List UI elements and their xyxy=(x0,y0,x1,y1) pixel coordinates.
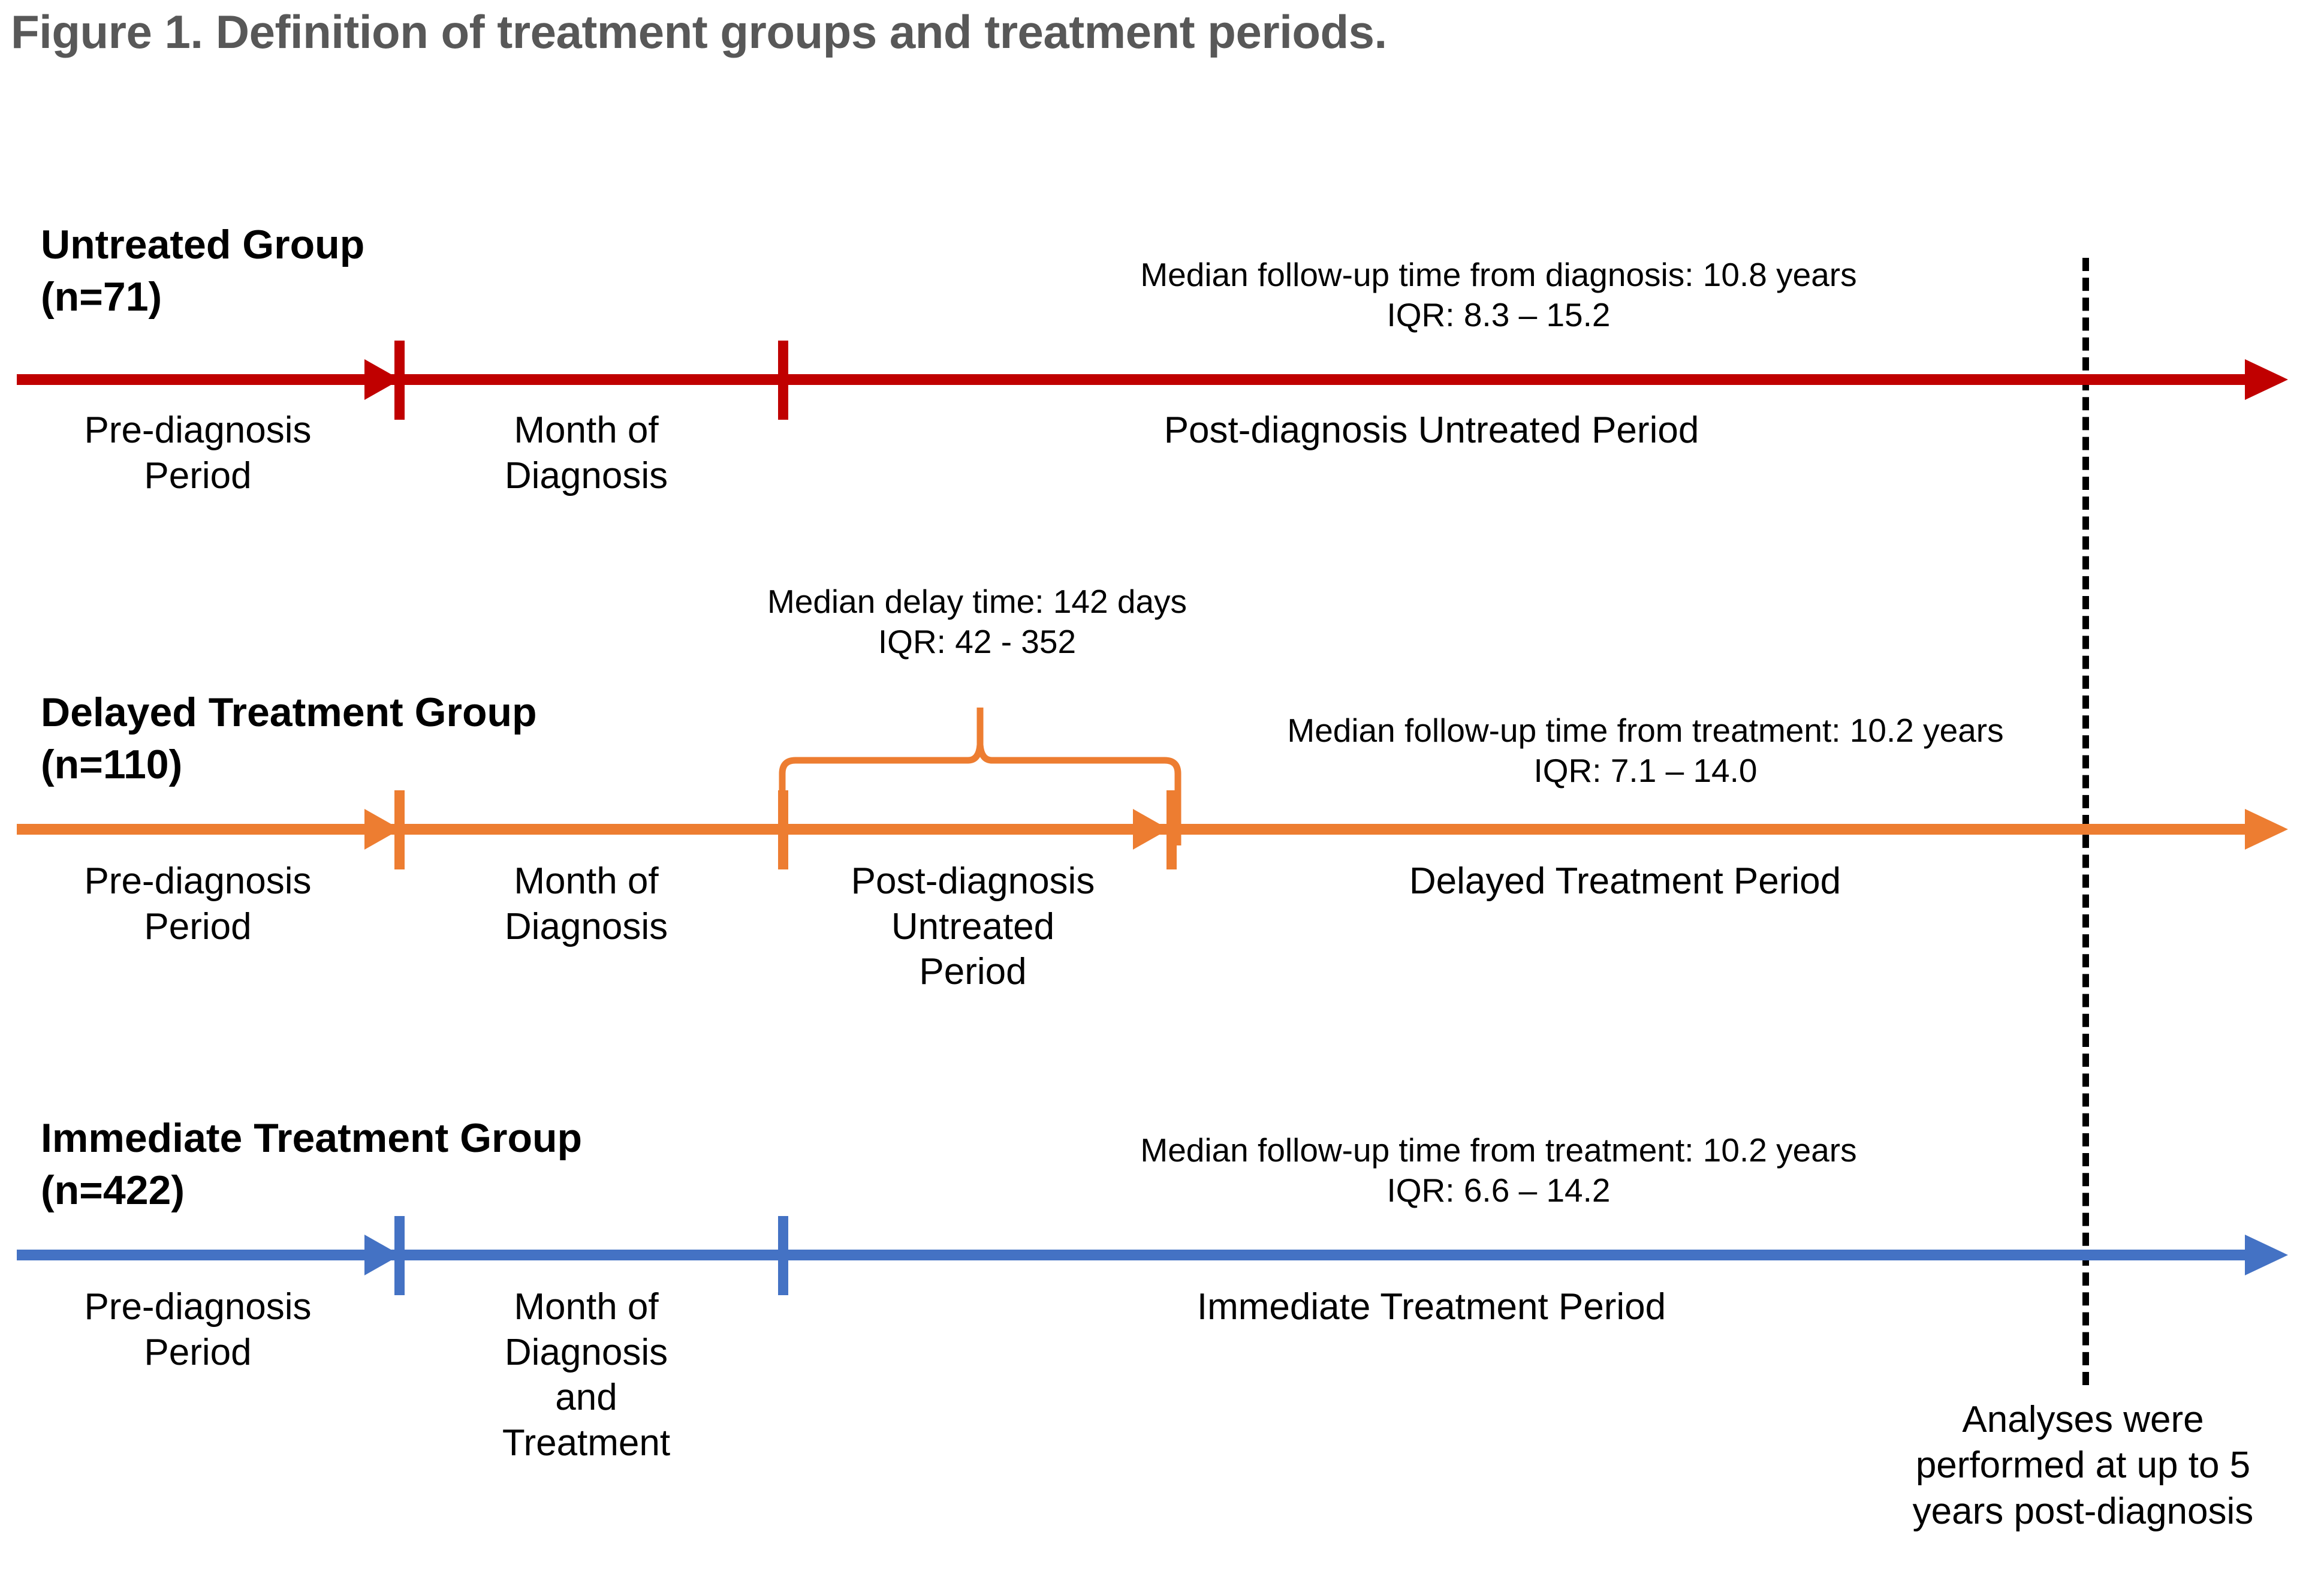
group-name-delayed: Delayed Treatment Group (n=110) xyxy=(41,690,537,788)
axis-arrowhead-immediate-end xyxy=(2245,1235,2288,1275)
axis-line-untreated xyxy=(17,374,2271,385)
period-label-immediate-treatment: Immediate Treatment Period xyxy=(1196,1286,1666,1328)
axis-line-immediate xyxy=(17,1250,2271,1260)
period-label-immediate-month-of-diagnosis-and-treatment: Month of Diagnosis and Treatment xyxy=(502,1286,671,1464)
annotation-delayed-followup: Median follow-up time from treatment: 10… xyxy=(1287,712,2004,790)
annotation-immediate-followup: Median follow-up time from treatment: 10… xyxy=(1140,1131,1857,1209)
axis-arrowhead-untreated-end xyxy=(2245,359,2288,400)
period-label-immediate-prediagnosis: Pre-diagnosis Period xyxy=(84,1286,312,1373)
tick-untreated-diagnosis-end xyxy=(778,341,788,420)
tick-delayed-diagnosis-end xyxy=(778,790,788,869)
tick-untreated-diagnosis-start xyxy=(394,341,405,420)
period-label-delayed-treatment: Delayed Treatment Period xyxy=(1409,860,1841,902)
analysis-cutoff-dashed-line xyxy=(2082,258,2089,1385)
tick-immediate-diagnosis-end xyxy=(778,1216,788,1295)
annotation-delayed-delay-time: Median delay time: 142 days IQR: 42 - 35… xyxy=(767,583,1187,661)
period-label-untreated-month-of-diagnosis: Month of Diagnosis xyxy=(504,410,668,496)
period-label-delayed-postdiagnosis-untreated: Post-diagnosis Untreated Period xyxy=(851,860,1095,993)
tick-delayed-treatment-start xyxy=(1166,790,1177,869)
period-label-delayed-prediagnosis: Pre-diagnosis Period xyxy=(84,860,312,947)
axis-arrowhead-delayed-end xyxy=(2245,809,2288,850)
period-label-untreated-postdiagnosis: Post-diagnosis Untreated Period xyxy=(1163,410,1699,451)
axis-arrowhead-delayed-untreated-end xyxy=(1133,809,1169,850)
tick-delayed-diagnosis-start xyxy=(394,790,405,869)
analysis-cutoff-note: Analyses were performed at up to 5 years… xyxy=(1912,1399,2254,1532)
tick-immediate-diagnosis-start xyxy=(394,1216,405,1295)
annotation-untreated-followup: Median follow-up time from diagnosis: 10… xyxy=(1140,256,1857,334)
figure-title: Figure 1. Definition of treatment groups… xyxy=(11,5,1387,58)
delay-time-brace xyxy=(779,708,1181,845)
period-label-untreated-prediagnosis: Pre-diagnosis Period xyxy=(84,410,312,496)
group-name-immediate: Immediate Treatment Group (n=422) xyxy=(41,1115,583,1214)
group-name-untreated: Untreated Group (n=71) xyxy=(41,222,365,320)
period-label-delayed-month-of-diagnosis: Month of Diagnosis xyxy=(504,860,668,947)
